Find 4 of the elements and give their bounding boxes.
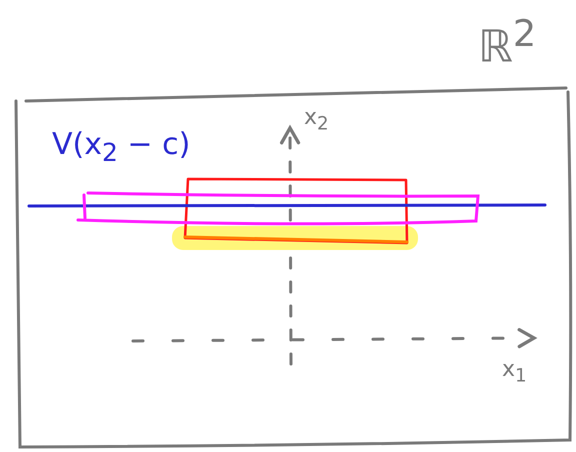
line-label: V(x$_{2}$ − c) xyxy=(52,128,190,166)
axis-label: x$_{2}$ xyxy=(304,106,329,135)
axis-label: x$_{1}$ xyxy=(502,358,527,387)
plane-symbol: ℝ$^{2}$ xyxy=(478,14,536,72)
